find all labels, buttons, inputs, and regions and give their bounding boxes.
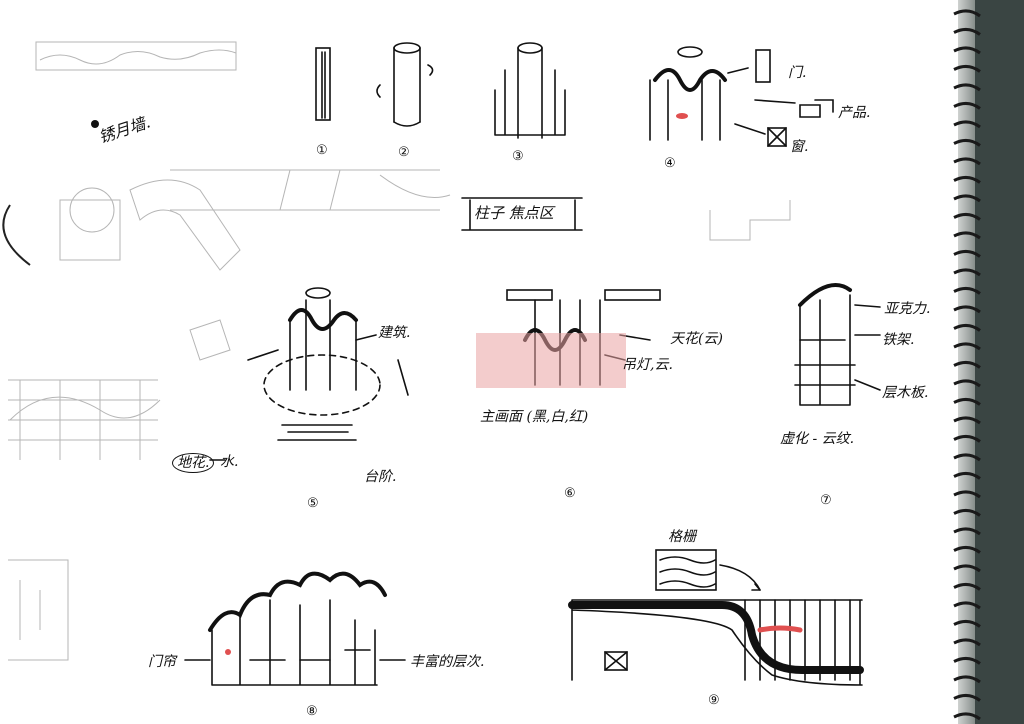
sketch-7-tower <box>794 283 881 406</box>
pencil-underlay <box>2 41 791 661</box>
sketch-8-elevation <box>184 571 406 686</box>
sketch-1-slab <box>315 47 331 121</box>
number-1: ① <box>316 143 328 158</box>
binding-ring <box>953 361 981 369</box>
sketch-2-cylinder <box>376 42 434 127</box>
binding-ring <box>953 546 981 554</box>
number-8: ⑧ <box>306 704 318 719</box>
label-curtain: 门帘 <box>148 654 176 670</box>
label-product: 产品. <box>838 105 871 121</box>
binding-ring <box>953 305 981 314</box>
binding-ring <box>953 564 981 573</box>
number-3: ③ <box>512 149 524 164</box>
label-building: 建筑. <box>378 325 411 341</box>
binding-ring <box>953 620 981 628</box>
sketch-5-column <box>209 287 409 461</box>
number-7: ⑦ <box>820 493 832 508</box>
binding-ring <box>953 231 981 240</box>
binding-ring <box>953 28 981 36</box>
binding-ring <box>953 435 981 443</box>
sketch-9-wall <box>568 549 864 686</box>
notebook-cover-edge <box>975 0 1024 724</box>
binding-ring <box>953 472 981 480</box>
binding-ring <box>953 694 981 702</box>
label-door: 门. <box>788 65 807 81</box>
number-2: ② <box>398 145 410 160</box>
binding-ring <box>953 65 981 73</box>
binding-ring <box>953 194 981 203</box>
binding-ring <box>953 453 981 462</box>
binding-ring <box>953 342 981 351</box>
label-iron-frame: 铁架. <box>882 332 915 348</box>
number-9: ⑨ <box>708 693 720 708</box>
binding-ring <box>953 379 981 388</box>
label-main-wall: 主画面 (黑,白,红) <box>480 409 589 425</box>
binding-ring <box>953 509 981 517</box>
binding-ring <box>953 657 981 665</box>
label-water: 水. <box>220 454 239 470</box>
label-blur-cloud: 虚化 - 云纹. <box>780 431 855 447</box>
number-5: ⑤ <box>307 496 319 511</box>
number-6: ⑥ <box>564 486 576 501</box>
binding-ring <box>953 601 981 610</box>
binding-ring <box>953 416 981 425</box>
binding-ring <box>953 268 981 277</box>
ink-sketches <box>184 42 881 686</box>
label-acrylic: 亚克力. <box>884 301 931 317</box>
binding-ring <box>953 139 981 147</box>
section-title: 柱子 焦点区 <box>474 204 554 222</box>
label-stairs: 台阶. <box>364 469 397 485</box>
sketch-3-stepped-column <box>494 42 566 139</box>
binding-ring <box>953 213 981 221</box>
binding-ring <box>953 120 981 129</box>
binding-ring <box>953 490 981 499</box>
label-ceiling: 天花(云) <box>670 331 723 347</box>
binding-ring <box>953 324 981 332</box>
label-grille: 格栅 <box>668 529 696 545</box>
binding-ring <box>953 583 981 591</box>
binding-rings <box>953 9 981 721</box>
label-layers: 丰富的层次. <box>410 654 485 670</box>
binding-ring <box>953 46 981 55</box>
binding-ring <box>953 250 981 258</box>
binding-ring <box>953 9 981 18</box>
binding-ring <box>953 287 981 295</box>
binding-ring <box>953 176 981 184</box>
binding-ring <box>953 157 981 166</box>
binding-ring <box>953 712 981 721</box>
sketch-4-wavy-column <box>649 46 834 147</box>
number-4: ④ <box>664 156 676 171</box>
label-ground-flowers: 地花. <box>172 453 215 473</box>
binding-ring <box>953 398 981 406</box>
label-window: 窗. <box>790 139 809 155</box>
binding-ring <box>953 675 981 684</box>
binding-ring <box>953 638 981 647</box>
section-title-frame <box>461 197 583 231</box>
label-wood-board: 层木板. <box>882 385 929 401</box>
binding-ring <box>953 83 981 92</box>
label-lamp: 吊灯,云. <box>622 357 673 373</box>
binding-ring <box>953 527 981 536</box>
binding-ring <box>953 102 981 110</box>
